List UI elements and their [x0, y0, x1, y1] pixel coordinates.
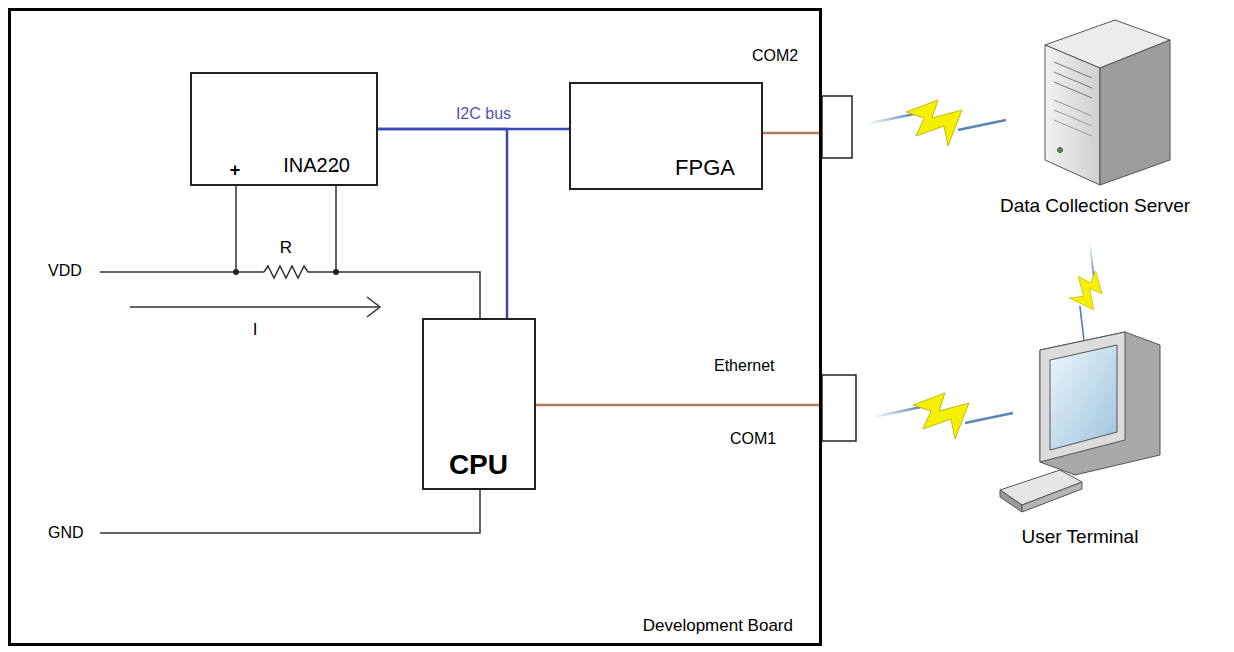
pin-label: -	[333, 160, 339, 181]
serial-wire	[763, 132, 822, 135]
server-icon	[1054, 62, 1092, 78]
server-icon	[1054, 82, 1092, 98]
terminal-icon	[1000, 332, 1160, 512]
terminal-label: User Terminal	[1022, 526, 1139, 548]
keyboard-icon	[1000, 490, 1022, 512]
component-label: R	[280, 238, 292, 258]
box-label: FPGA	[675, 155, 735, 181]
current-arrow	[130, 306, 380, 308]
port-connector	[822, 375, 856, 441]
terminal-icon	[1040, 332, 1125, 462]
sensor-chip-box: INA220	[190, 72, 378, 186]
sense-wire	[235, 186, 237, 272]
junction-dot	[333, 269, 339, 275]
port-label: COM2	[752, 47, 798, 65]
box-label: INA220	[283, 154, 350, 177]
bus-line	[378, 129, 507, 318]
server-icon	[1100, 40, 1170, 185]
server-icon	[1054, 120, 1092, 136]
terminal-icon	[1040, 332, 1160, 475]
server-label: Data Collection Server	[1000, 195, 1190, 217]
vdd-wire	[100, 271, 264, 273]
wireless-link	[873, 393, 1013, 439]
sense-wire	[335, 186, 337, 272]
server-icon	[1045, 20, 1170, 185]
wireless-link	[1066, 241, 1107, 341]
current-arrow	[367, 297, 380, 317]
ethernet-wire	[536, 404, 822, 407]
server-icon	[1045, 45, 1100, 185]
board-outline: Development Board INA220 FPGA CPU	[8, 8, 822, 646]
resistor-symbol	[264, 266, 312, 278]
board-title: Development Board	[643, 616, 793, 636]
port-label: Ethernet	[714, 357, 774, 375]
signal-name: GND	[48, 524, 84, 542]
server-icon	[1054, 100, 1092, 116]
keyboard-icon	[1022, 482, 1082, 512]
fpga-box: FPGA	[569, 82, 763, 190]
current-label: I	[253, 320, 258, 340]
gnd-wire	[100, 490, 480, 533]
cpu-box: CPU	[422, 318, 536, 490]
wireless-link	[866, 100, 1006, 146]
server-icon	[1054, 72, 1092, 88]
box-label: CPU	[449, 449, 508, 481]
signal-name: VDD	[48, 262, 82, 280]
vdd-wire	[312, 272, 480, 318]
terminal-screen	[1050, 345, 1117, 450]
server-icon	[1054, 110, 1092, 126]
server-icon	[1058, 148, 1063, 153]
port-label: COM1	[730, 430, 776, 448]
pin-label: +	[230, 160, 241, 181]
junction-dot	[233, 269, 239, 275]
port-connector	[822, 96, 852, 158]
bus-label: I2C bus	[456, 105, 511, 123]
